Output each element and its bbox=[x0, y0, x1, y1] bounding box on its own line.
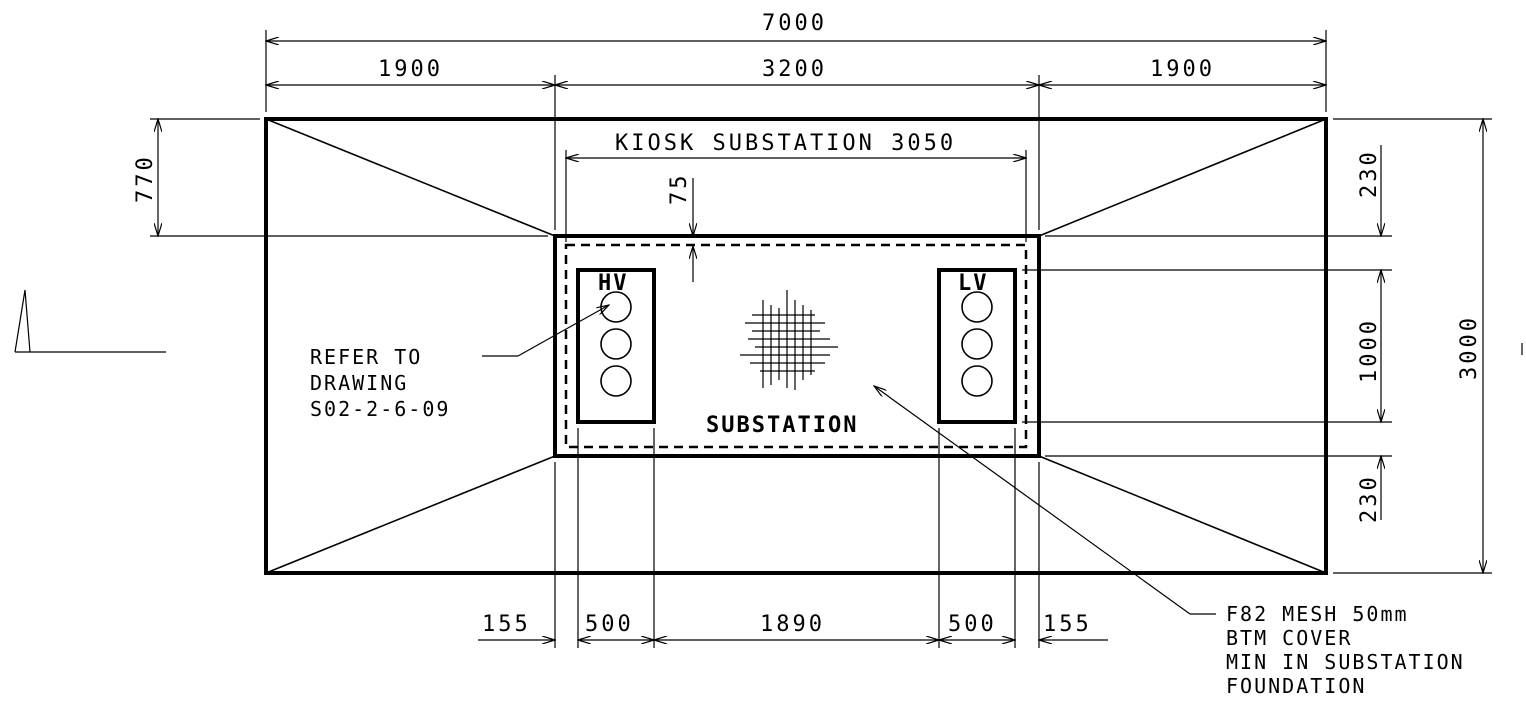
dim-bottom-500-right: 500 bbox=[948, 612, 997, 637]
substation-label: SUBSTATION bbox=[706, 413, 858, 438]
note-mesh-line1: F82 MESH 50mm bbox=[1226, 602, 1409, 626]
dim-offset-75: 75 bbox=[667, 173, 692, 206]
substation-plinth-outline bbox=[553, 234, 1041, 458]
dim-overall-width: 7000 bbox=[762, 11, 827, 36]
mesh-icon bbox=[740, 290, 838, 390]
dim-right-slope: 1900 bbox=[1150, 57, 1215, 82]
lv-label: LV bbox=[958, 271, 989, 296]
note-refer-line1: REFER TO bbox=[310, 345, 422, 369]
dim-overall-depth: 3000 bbox=[1457, 315, 1482, 380]
note-mesh-line4: FOUNDATION bbox=[1226, 674, 1366, 698]
dim-top-770: 770 bbox=[133, 154, 158, 203]
dim-bottom-500-left: 500 bbox=[585, 612, 634, 637]
dim-kiosk: KIOSK SUBSTATION 3050 bbox=[615, 131, 956, 156]
note-mesh-line3: MIN IN SUBSTATION bbox=[1226, 650, 1465, 674]
outer-slab-outline bbox=[264, 117, 1328, 575]
mesh-leader bbox=[874, 386, 1216, 615]
section-marker-icon bbox=[14, 289, 166, 353]
slope-lines bbox=[265, 118, 1327, 574]
note-refer-line3: S02-2-6-09 bbox=[310, 397, 450, 421]
right-dimension-lines bbox=[1022, 119, 1523, 573]
kiosk-dashed-outline bbox=[564, 243, 1028, 449]
hv-pit bbox=[576, 268, 656, 424]
dim-right-top-230: 230 bbox=[1357, 149, 1382, 198]
note-refer-line2: DRAWING bbox=[310, 371, 408, 395]
bottom-dimension-lines bbox=[478, 428, 1108, 648]
lv-pit bbox=[937, 268, 1017, 424]
refer-leader bbox=[482, 305, 609, 357]
lv-duct-circles bbox=[961, 291, 993, 397]
note-mesh-line2: BTM COVER bbox=[1226, 626, 1352, 650]
dim-right-1000: 1000 bbox=[1357, 318, 1382, 383]
dim-bottom-155-left: 155 bbox=[482, 612, 531, 637]
dim-left-slope: 1900 bbox=[378, 57, 443, 82]
dim-bottom-1890: 1890 bbox=[760, 612, 825, 637]
hv-label: HV bbox=[598, 271, 629, 296]
dim-right-bottom-230: 230 bbox=[1357, 474, 1382, 523]
dim-bottom-155-right: 155 bbox=[1043, 612, 1092, 637]
left-dimension-lines bbox=[150, 119, 548, 236]
top-dimension-lines bbox=[266, 30, 1326, 282]
dim-center-width: 3200 bbox=[762, 57, 827, 82]
